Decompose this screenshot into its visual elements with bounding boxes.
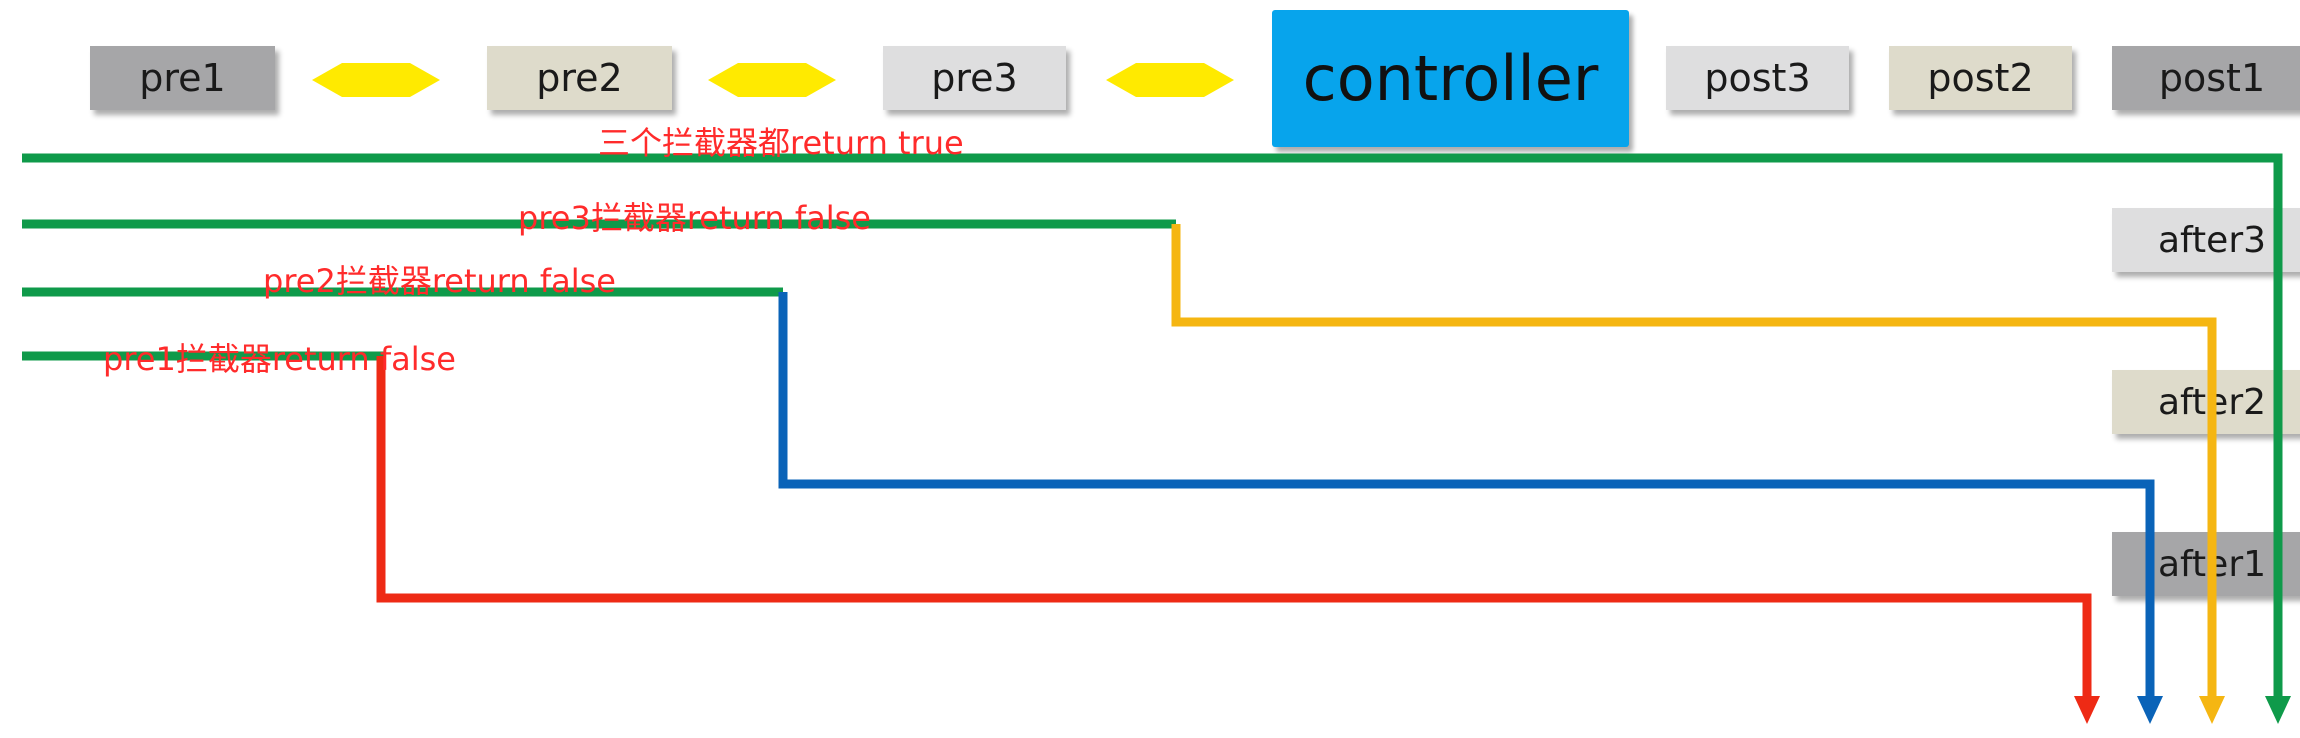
flow-pre1-false	[376, 356, 2092, 698]
arrowhead-yellow	[2199, 696, 2225, 724]
after1-box: after1	[2112, 532, 2300, 596]
label-pre3-false: pre3拦截器return false	[518, 199, 871, 237]
flow-pre2-false	[778, 292, 2155, 698]
arrowhead-blue	[2137, 696, 2163, 724]
post2-box: post2	[1889, 46, 2072, 110]
label-all-true: 三个拦截器都return true	[598, 124, 964, 162]
arrowhead-green	[2265, 696, 2291, 724]
diamond-3	[1106, 63, 1234, 97]
flow-all-true	[22, 153, 2283, 698]
pre2-box: pre2	[487, 46, 672, 110]
post1-box: post1	[2112, 46, 2300, 110]
arrowhead-red	[2074, 696, 2100, 724]
flow-pre3-false	[1171, 224, 2217, 698]
diamond-1	[312, 63, 440, 97]
pre1-box: pre1	[90, 46, 275, 110]
after3-box: after3	[2112, 208, 2300, 272]
post3-box: post3	[1666, 46, 1849, 110]
diamond-2	[708, 63, 836, 97]
label-pre1-false: pre1拦截器return false	[103, 340, 456, 378]
label-pre2-false: pre2拦截器return false	[263, 262, 616, 300]
controller-box: controller	[1272, 10, 1629, 147]
pre3-box: pre3	[883, 46, 1066, 110]
